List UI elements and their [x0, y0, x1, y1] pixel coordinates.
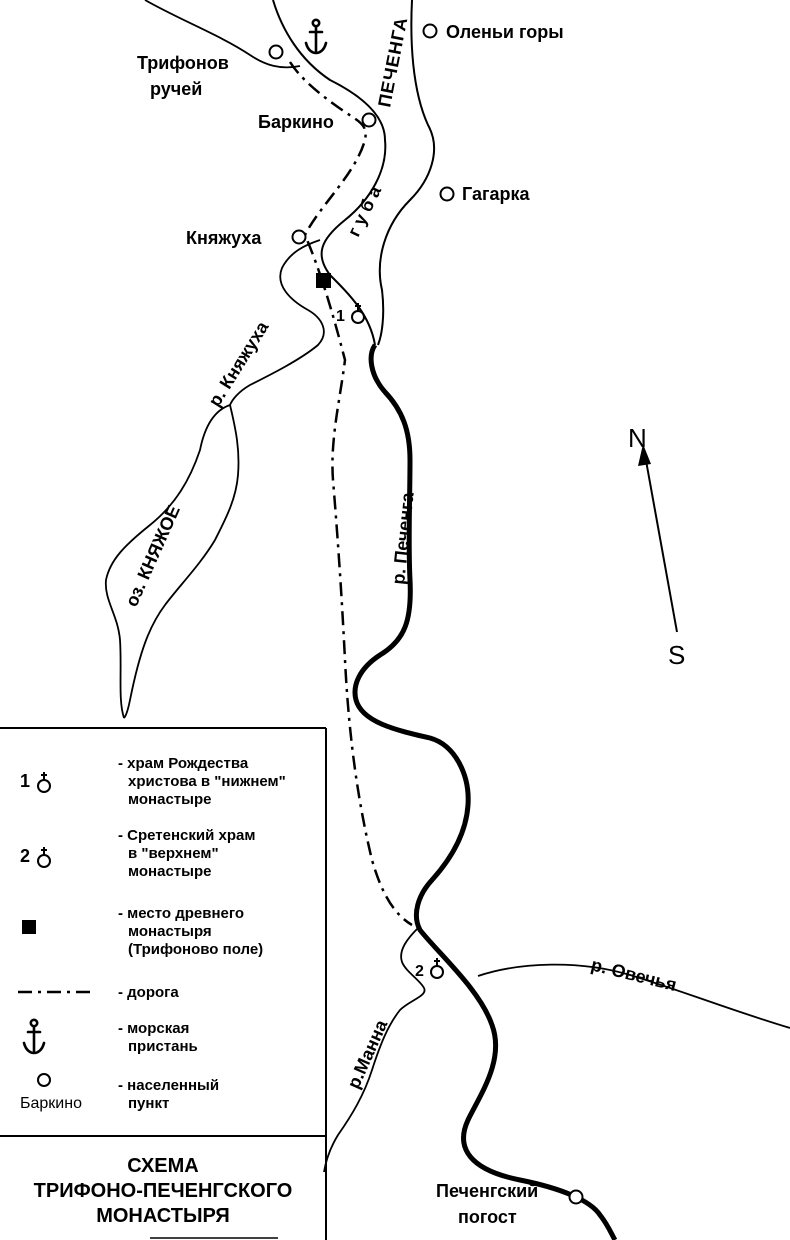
legend-church-1-line-2: христова в "нижнем"	[128, 773, 286, 790]
legend-settlement-line-2: пункт	[128, 1095, 169, 1112]
legend-anchor-icon	[22, 1018, 46, 1055]
settlement-knyazhukha-icon	[291, 229, 307, 245]
church-1-number: 1	[336, 308, 345, 325]
bay-west-shore	[272, 0, 387, 346]
label-pechenga-sea: ПЕЧЕНГА	[374, 15, 411, 109]
ovechya-river	[477, 963, 790, 1029]
road	[288, 61, 413, 927]
settlement-symbols	[268, 23, 584, 1205]
legend-square-line-3: (Трифоново поле)	[128, 941, 263, 958]
label-ruchei: ручей	[150, 79, 202, 99]
compass-arrow	[638, 444, 678, 633]
church-2-number: 2	[415, 963, 424, 980]
label-barkino: Баркино	[258, 112, 334, 132]
legend-anchor-line-2: пристань	[128, 1038, 198, 1055]
pechenga-river	[352, 343, 618, 1240]
legend-church-1-line-3: монастыре	[128, 791, 211, 808]
settlement-pechengsky-icon	[568, 1189, 584, 1205]
legend: 1 - храм Рождества христова в "нижнем" м…	[0, 727, 327, 1240]
legend-church-2-number: 2	[20, 846, 30, 866]
legend-church-1-icon	[37, 772, 51, 793]
compass-south: S	[668, 640, 685, 670]
label-r-knyazhukha: р. Княжуха	[204, 317, 273, 410]
legend-settlement-sample: Баркино	[20, 1095, 82, 1112]
label-gagarka: Гагарка	[462, 184, 530, 204]
legend-church-2-line-2: в "верхнем"	[128, 845, 219, 862]
settlement-gagarka-icon	[439, 186, 455, 202]
settlement-oleni-gory-icon	[422, 23, 438, 39]
knyazhoe-lake	[104, 404, 240, 719]
legend-settlement-icon	[37, 1073, 51, 1087]
manna-river	[323, 927, 426, 1173]
label-r-pechenga: р. Печенга	[388, 491, 418, 586]
ancient-monastery-square-icon	[316, 273, 331, 288]
label-pechengsky: Печенгский	[436, 1181, 538, 1201]
anchor-icon	[304, 18, 328, 55]
settlement-barkino-icon	[361, 112, 377, 128]
legend-church-2-line-1: - Сретенский храм	[118, 827, 255, 844]
title-line-3: МОНАСТЫРЯ	[96, 1205, 230, 1227]
legend-church-1-line-1: - храм Рождества	[118, 755, 249, 772]
label-r-ovechya: р. Овечья	[589, 954, 679, 995]
knyazhukha-river	[229, 239, 325, 406]
title-line-2: ТРИФОНО-ПЕЧЕНГСКОГО	[34, 1180, 293, 1202]
legend-church-1-number: 1	[20, 771, 30, 791]
legend-church-2-icon	[37, 847, 51, 868]
bay-east-shore	[377, 0, 436, 346]
label-oleni-gory: Оленьи горы	[446, 22, 564, 42]
settlement-trifonov-icon	[268, 44, 284, 60]
legend-settlement-line-1: - населенный	[118, 1077, 219, 1094]
church-2-icon	[430, 958, 444, 979]
trifonov-stream	[144, 0, 301, 69]
church-1-icon	[351, 303, 365, 324]
legend-church-2-line-3: монастыре	[128, 863, 211, 880]
label-trifonov: Трифонов	[137, 53, 229, 73]
legend-road-line-1: - дорога	[118, 984, 179, 1001]
legend-anchor-line-1: - морская	[118, 1020, 189, 1037]
legend-square-line-1: - место древнего	[118, 905, 244, 922]
legend-square-icon	[22, 920, 36, 934]
label-knyazhukha: Княжуха	[186, 228, 262, 248]
label-pogost: погост	[458, 1207, 517, 1227]
title-line-1: СХЕМА	[127, 1155, 198, 1177]
legend-square-line-2: монастыря	[128, 923, 212, 940]
compass-north: N	[628, 423, 647, 453]
label-guba: губа	[344, 178, 388, 239]
